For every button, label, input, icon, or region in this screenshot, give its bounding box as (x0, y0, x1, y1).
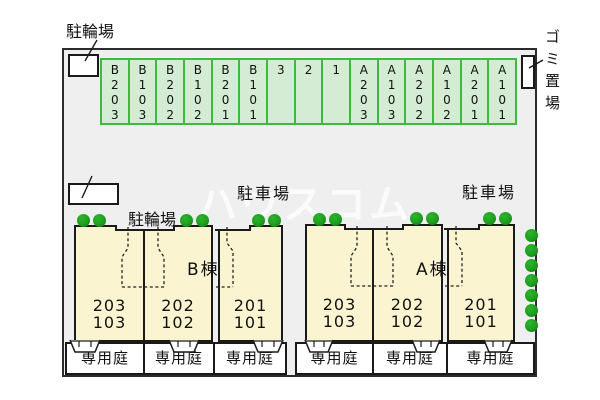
unit-number: 203 (92, 296, 127, 315)
building-b-label: B棟 (187, 260, 220, 280)
tree-icon (409, 211, 423, 225)
tree-icon (328, 212, 342, 226)
parking-stall-label: B203 (107, 63, 122, 123)
unit-number: 103 (322, 312, 357, 331)
unit-number: 202 (161, 296, 195, 315)
parking-stall-label: A101 (495, 63, 510, 123)
parking-stall-B203: B203 (100, 58, 130, 125)
tree-icon (425, 211, 439, 225)
parking-stall-A101: A101 (487, 58, 518, 125)
unit-number: 101 (233, 313, 268, 332)
bicycle-parking-label-left: 駐輪場 (128, 210, 177, 229)
bicycle-parking-box-top (68, 54, 99, 77)
tree-icon (267, 213, 281, 227)
tree-icon (179, 213, 193, 227)
parking-stall-label: B101 (246, 63, 261, 123)
parking-stall-label: 1 (329, 63, 344, 78)
tree-icon (482, 211, 496, 225)
unit-number: 203 (322, 295, 357, 314)
tree-icon (524, 318, 538, 332)
private-garden-cell: 専用庭 (297, 344, 374, 373)
tree-icon (524, 258, 538, 272)
parking-lot-label-left: 駐車場 (237, 184, 292, 203)
private-garden-cell: 専用庭 (225, 349, 274, 367)
parking-stall-label: 3 (273, 63, 288, 78)
unit-number: 201 (464, 295, 498, 314)
parking-stall-2: 2 (293, 58, 324, 125)
parking-stall-A102: A102 (432, 58, 462, 125)
building-a-unit201-notch (444, 224, 480, 230)
tree-icon (524, 288, 538, 302)
garbage-box (521, 55, 535, 89)
tree-icon (76, 213, 90, 227)
parking-stall-B103: B103 (127, 58, 158, 125)
parking-stall-label: B103 (135, 63, 150, 123)
tree-icon (92, 213, 106, 227)
parking-stall-label: A202 (412, 63, 427, 123)
parking-stall-A103: A103 (376, 58, 407, 125)
parking-stall-3: 3 (266, 58, 296, 125)
parking-stall-A202: A202 (404, 58, 435, 125)
private-garden-cell: 専用庭 (145, 344, 215, 373)
private-garden-cell: 専用庭 (466, 349, 515, 367)
building-a-label: A棟 (416, 260, 449, 280)
tree-icon (312, 212, 326, 226)
parking-stall-B202: B202 (155, 58, 186, 125)
parking-stall-B101: B101 (238, 58, 269, 125)
private-garden-cell: 専用庭 (374, 344, 448, 373)
parking-stall-A201: A201 (459, 58, 490, 125)
tree-icon (524, 243, 538, 257)
garbage-area-label: ゴミ置場 (543, 29, 561, 117)
parking-stall-label: A203 (356, 63, 371, 123)
parking-stall-label: B201 (218, 63, 233, 123)
tree-icon (251, 213, 265, 227)
unit-number: 102 (390, 312, 425, 331)
parking-stall-label: A201 (467, 63, 482, 123)
parking-lot-label-right: 駐車場 (462, 183, 517, 202)
tree-icon (524, 228, 538, 242)
unit-number: 102 (161, 313, 195, 332)
parking-stall-B201: B201 (210, 58, 241, 125)
garden-strip-b: 専用庭専用庭専用庭 (65, 342, 287, 375)
unit-number: 201 (233, 296, 268, 315)
unit-number: 202 (390, 295, 425, 314)
parking-stall-label: A103 (384, 63, 399, 123)
unit-number: 103 (92, 313, 127, 332)
unit-number: 101 (464, 312, 498, 331)
parking-stall-label: B102 (190, 63, 205, 123)
tree-icon (524, 303, 538, 317)
parking-stall-1: 1 (321, 58, 352, 125)
garden-strip-a: 専用庭専用庭専用庭 (295, 342, 535, 375)
private-garden-cell: 専用庭 (67, 344, 145, 373)
parking-stall-label: A102 (439, 63, 454, 123)
bicycle-parking-box-left (68, 183, 119, 205)
tree-icon (498, 211, 512, 225)
tree-icon (524, 273, 538, 287)
tree-icon (195, 213, 209, 227)
building-a-entrance-notch (344, 224, 404, 230)
bicycle-parking-label-top: 駐輪場 (66, 22, 115, 41)
watermark: ハウスコム (197, 182, 412, 228)
building-b-unit201-notch (215, 225, 251, 231)
parking-stall-B102: B102 (183, 58, 213, 125)
parking-stall-label: B202 (163, 63, 178, 123)
parking-stall-A203: A203 (349, 58, 379, 125)
parking-stall-label: 2 (301, 63, 316, 78)
